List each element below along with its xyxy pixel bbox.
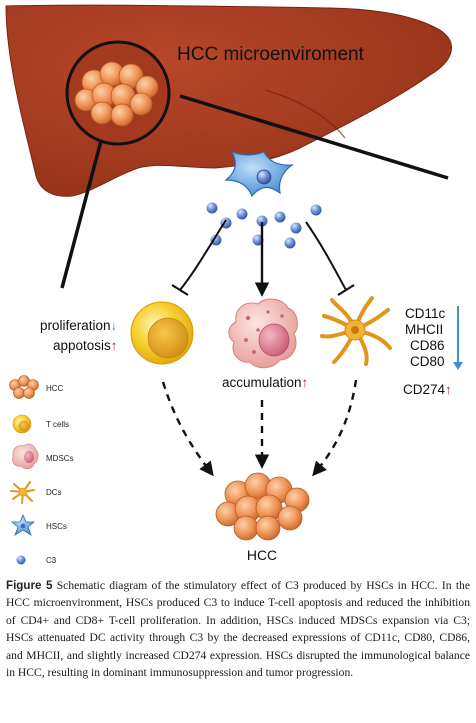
tcell-markers: proliferation↓ appotosis↑ (40, 318, 118, 353)
legend-dc-icon (10, 481, 35, 504)
inhibit-bar-dc (337, 284, 355, 296)
marker-appotosis: appotosis↑ (53, 338, 118, 353)
c3-molecules (206, 202, 322, 249)
figure-diagram: HCC microenviroment (5, 4, 463, 565)
inhibit-bar-tcell (171, 284, 189, 296)
hsc-cell (224, 150, 295, 198)
dashed-arrow-tcell-hcc (161, 381, 214, 477)
inhibit-line-tcell (179, 219, 227, 291)
liver-hcc-cluster (74, 61, 159, 127)
zoom-line-left (60, 121, 108, 289)
legend-hsc-icon (10, 513, 36, 536)
mdsc-accumulation-label: accumulation↑ (222, 375, 308, 390)
marker-cd11c: CD11c (405, 306, 446, 321)
marker-cd80: CD80 (410, 354, 445, 369)
legend-c3-icon (16, 555, 26, 565)
zoom-line-right (179, 94, 449, 180)
liver-crease (264, 89, 346, 139)
legend-c3-label: C3 (46, 556, 57, 565)
dc-markers: CD11c MHCII CD86 CD80 CD274↑ (403, 306, 452, 397)
dc-cell (320, 296, 392, 366)
dc-markers-down-arrowhead (453, 362, 463, 370)
legend-mdscs-label: MDSCs (46, 454, 74, 463)
hcc-cluster (215, 472, 310, 541)
inhibit-line-dc (305, 221, 347, 291)
marker-cd274: CD274↑ (403, 382, 452, 397)
legend-hscs-label: HSCs (46, 522, 67, 531)
mdsc-cell (228, 298, 298, 369)
tumor-focus (65, 40, 171, 146)
legend-dcs-label: DCs (46, 488, 62, 497)
legend-hcc-label: HCC (46, 384, 64, 393)
legend-tcell-icon (12, 414, 32, 434)
hcc-microenvironment-title: HCC microenviroment (177, 44, 365, 65)
t-cell (130, 301, 194, 365)
marker-proliferation: proliferation↓ (40, 318, 117, 333)
figure-label: Figure 5 (6, 579, 53, 592)
figure-caption: Figure 5 Schematic diagram of the stimul… (6, 577, 470, 681)
dashed-arrow-dc-hcc (312, 379, 358, 477)
legend-tcells-label: T cells (46, 420, 69, 429)
figure-caption-text: Schematic diagram of the stimulatory eff… (6, 579, 470, 680)
legend-mdsc-icon (12, 443, 39, 470)
marker-cd86: CD86 (410, 338, 445, 353)
legend: HCC T cells MDSCs DCs HSCs C3 (9, 375, 74, 565)
legend-hcc-icon (9, 375, 39, 399)
hcc-label: HCC (247, 547, 277, 563)
marker-mhcii: MHCII (405, 322, 443, 337)
